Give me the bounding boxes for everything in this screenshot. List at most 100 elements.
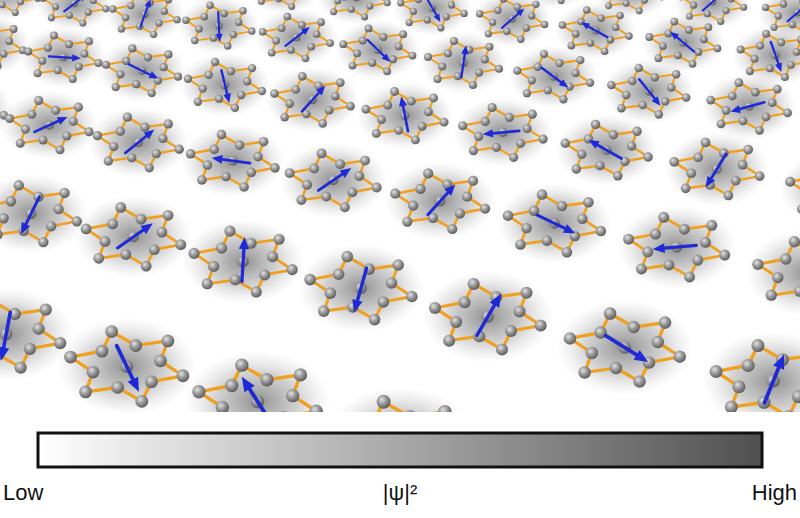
atom-ball xyxy=(216,401,229,412)
atom-ball xyxy=(407,97,416,106)
atom-ball xyxy=(140,123,149,132)
atom-ball xyxy=(360,156,370,166)
atom-ball xyxy=(503,27,510,34)
atom-ball xyxy=(141,261,152,272)
spin-arrow-shaft xyxy=(403,106,408,131)
atom-ball xyxy=(559,21,567,29)
density-shade xyxy=(35,0,113,31)
bond-outline xyxy=(435,284,541,350)
spin-arrow-head xyxy=(434,13,441,21)
atom-ball xyxy=(762,113,771,122)
atom-ball xyxy=(0,229,3,239)
atom-ball xyxy=(377,395,391,409)
atom-ball xyxy=(528,76,536,84)
density-shade xyxy=(557,300,693,396)
atom-ball xyxy=(469,146,478,155)
atom-ball xyxy=(725,400,738,412)
atom-ball xyxy=(38,135,47,144)
atom-ball xyxy=(564,332,577,345)
atom-ball xyxy=(132,80,140,88)
atom-ball xyxy=(752,259,763,270)
atom-ball xyxy=(797,36,800,44)
star-cluster xyxy=(87,107,189,178)
atom-ball xyxy=(164,50,172,58)
atom-ball xyxy=(523,89,531,97)
atom-ball xyxy=(12,9,19,16)
spin-arrow-head xyxy=(670,32,679,40)
atom-ball xyxy=(722,106,731,115)
atom-ball xyxy=(458,121,467,130)
star-cluster xyxy=(779,151,800,228)
atom-ball xyxy=(188,248,199,259)
atom-ball xyxy=(177,369,190,382)
atom-ball xyxy=(55,145,64,154)
star-cluster xyxy=(182,219,304,304)
density-shade xyxy=(179,53,271,117)
spin-arrow-shaft xyxy=(140,7,147,27)
bond-outline xyxy=(562,10,629,51)
atom-ball xyxy=(609,130,618,139)
atom-ball xyxy=(258,0,265,5)
atom-ball xyxy=(783,108,792,117)
atom-ball xyxy=(155,19,162,26)
atom-ball xyxy=(0,213,9,223)
atom-ball xyxy=(182,16,189,23)
spin-arrow-shaft xyxy=(125,136,146,153)
atom-ball xyxy=(596,226,607,237)
atom-ball xyxy=(105,325,118,338)
bond-outline xyxy=(0,185,77,242)
atom-ball xyxy=(728,0,735,3)
star-cluster xyxy=(508,45,598,108)
atom-ball xyxy=(480,203,490,213)
atom-ball xyxy=(307,43,315,51)
atom-ball xyxy=(0,50,7,58)
atom-ball xyxy=(10,25,18,33)
bond-outline xyxy=(28,36,98,80)
atom-ball xyxy=(383,67,391,75)
atom-ball xyxy=(704,10,711,17)
atom-ball xyxy=(165,0,172,3)
spin-arrow-head xyxy=(0,346,9,360)
atom-ball xyxy=(505,325,517,337)
atom-ball xyxy=(287,264,298,275)
spin-arrow-shaft xyxy=(677,37,694,51)
atom-ball xyxy=(642,246,653,257)
atom-ball xyxy=(755,126,764,135)
atom-ball xyxy=(682,93,691,102)
star-cluster xyxy=(279,143,387,219)
spin-arrow-shaft xyxy=(26,197,39,224)
atom-ball xyxy=(16,139,25,148)
atom-ball xyxy=(474,132,483,141)
spin-arrow-head xyxy=(581,22,590,29)
bond-outline xyxy=(480,0,545,39)
atom-ball xyxy=(129,339,142,352)
atom-ball xyxy=(377,296,389,308)
spin-arrow-shaft xyxy=(129,64,150,74)
atom-ball xyxy=(272,37,280,45)
atom-ball xyxy=(515,239,526,250)
atom-ball xyxy=(102,61,110,69)
atom-ball xyxy=(799,0,800,4)
atom-ball xyxy=(64,351,77,364)
atom-ball xyxy=(481,117,490,126)
atom-ball xyxy=(93,131,102,140)
star-cluster xyxy=(178,0,260,54)
atom-ball xyxy=(253,152,263,162)
atom-ball xyxy=(503,210,514,221)
atom-ball xyxy=(645,33,653,41)
atom-ball xyxy=(0,1,6,8)
atom-ball xyxy=(40,303,52,315)
atom-ball xyxy=(513,305,525,317)
atom-ball xyxy=(335,159,345,169)
bond-outline xyxy=(0,23,23,65)
atom-ball xyxy=(686,168,696,178)
atom-ball xyxy=(406,291,418,303)
atom-ball xyxy=(557,201,568,212)
atom-ball xyxy=(440,118,449,127)
atom-ball xyxy=(494,7,501,14)
atom-ball xyxy=(717,18,724,25)
bond-outline xyxy=(191,135,275,187)
spin-arrow-shaft xyxy=(639,79,654,98)
atom-ball xyxy=(782,410,795,412)
spin-arrow-shaft xyxy=(665,245,697,248)
